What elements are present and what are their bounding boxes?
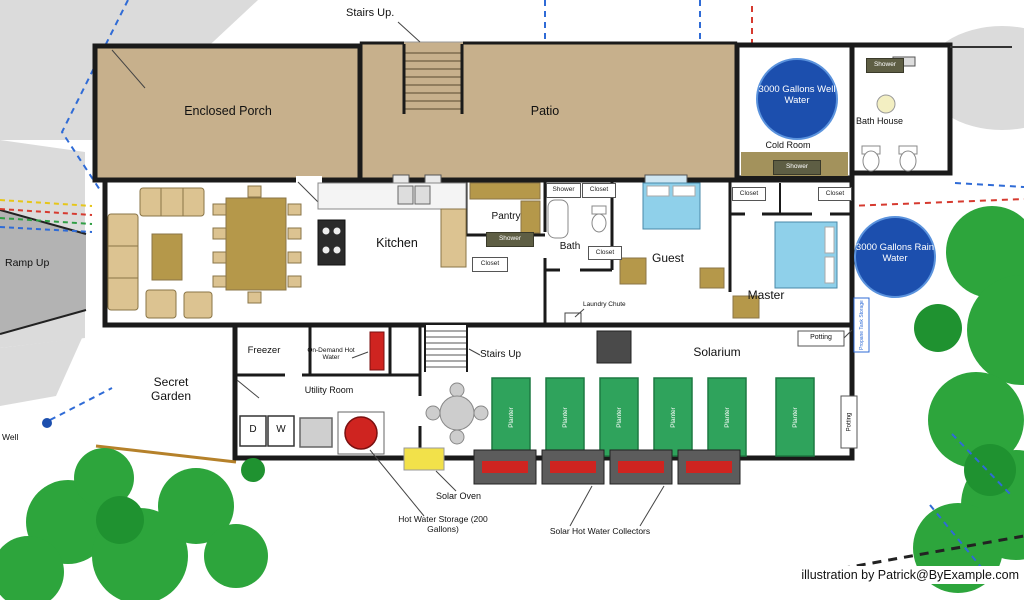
shower-badge: Shower — [486, 232, 534, 247]
top-stairs — [397, 21, 464, 114]
secret-garden-fence — [95, 444, 237, 464]
rain-water-tank-label: 3000 Gallons Rain Water — [855, 242, 935, 264]
closet-tag: Closet — [472, 257, 508, 272]
planter-label: Planter — [669, 406, 677, 428]
toilet-icon — [591, 205, 607, 215]
enclosed-porch-label: Enclosed Porch — [184, 104, 272, 118]
planter-label: Planter — [791, 406, 799, 428]
ramp — [0, 209, 87, 335]
on-demand-heater-icon — [351, 331, 385, 371]
trees-left — [0, 448, 268, 600]
mid-stairs — [424, 325, 481, 372]
property-boundary-lines — [777, 433, 1024, 582]
secret-garden-label: Secret Garden — [150, 375, 192, 403]
label-boxes — [797, 297, 870, 449]
well-dot-icon — [42, 418, 52, 428]
enclosed-porch-area — [92, 43, 363, 183]
hot-water-storage-label: Hot Water Storage (200 Gallons) — [398, 514, 488, 534]
bath-fixtures — [547, 199, 607, 239]
shower-badge: Shower — [866, 58, 904, 73]
hot-water-tank-icon — [337, 411, 385, 455]
closet-tag: Closet — [732, 187, 766, 201]
planter-label: Planter — [561, 406, 569, 428]
tub-icon — [547, 199, 569, 239]
sink-icon — [397, 185, 414, 205]
laundry-chute-label: Laundry Chute — [583, 301, 626, 308]
closet-tag: Closet — [588, 246, 622, 260]
shower-drain-icon — [876, 94, 896, 114]
bath-house-label: Bath House — [856, 116, 904, 126]
toilet-icons — [861, 145, 918, 172]
dryer-label: D — [249, 424, 257, 435]
well-water-tank-label: 3000 Gallons Well Water — [758, 84, 836, 106]
potting-label: Potting — [810, 334, 832, 341]
master-furniture — [732, 221, 838, 319]
kitchen-label: Kitchen — [376, 236, 418, 250]
patio-label: Patio — [530, 104, 560, 118]
kitchen-fixtures — [317, 182, 467, 268]
cold-room-label: Cold Room — [765, 140, 811, 150]
well-label: Well — [2, 432, 19, 442]
ramp-up-label: Ramp Up — [5, 257, 50, 269]
solarium-table-icon — [425, 382, 489, 445]
master-label: Master — [747, 288, 785, 302]
planters — [491, 377, 815, 457]
solar-collectors-label: Solar Hot Water Collectors — [549, 526, 651, 536]
closet-tag: Closet — [582, 183, 616, 198]
solar-oven-icon — [403, 447, 457, 492]
living-room-furniture — [107, 187, 213, 319]
planter-label: Planter — [723, 406, 731, 428]
utility-room-label: Utility Room — [304, 385, 354, 395]
pantry-label: Pantry — [491, 211, 521, 222]
freezer-label: Freezer — [247, 345, 281, 356]
stove-icon — [317, 219, 346, 266]
solarium-label: Solarium — [693, 345, 741, 359]
bath-label: Bath — [559, 241, 581, 252]
wood-stove-icon — [596, 330, 632, 364]
guest-label: Guest — [651, 251, 684, 265]
washer-label: W — [276, 424, 286, 435]
dining-set — [212, 185, 302, 304]
rain-water-tank-circle — [854, 216, 936, 298]
planter-label: Planter — [507, 406, 515, 428]
planter-label: Planter — [615, 406, 623, 428]
shower-badge: Shower — [773, 160, 821, 175]
guest-furniture — [619, 182, 725, 289]
on-demand-hot-water-label: On-Demand Hot Water — [307, 347, 355, 362]
stairs-up-top-label: Stairs Up. — [346, 7, 395, 19]
stairs-up-mid-label: Stairs Up — [480, 349, 522, 360]
closet-tag: Closet — [818, 187, 852, 201]
sink-icon — [414, 185, 431, 205]
credit-text: illustration by Patrick@ByExample.com — [724, 566, 1022, 585]
solar-oven-label: Solar Oven — [436, 491, 482, 501]
solar-collector-icons — [369, 449, 741, 527]
propane-tank-storage-label: Propane Tank Storage — [858, 300, 865, 350]
washer-dryer-icons — [239, 415, 333, 448]
pantry-shelves — [469, 182, 541, 234]
shower-tag: Shower — [546, 183, 581, 198]
potting-label-vertical: Potting — [846, 412, 852, 432]
well-water-tank-circle — [756, 58, 838, 140]
